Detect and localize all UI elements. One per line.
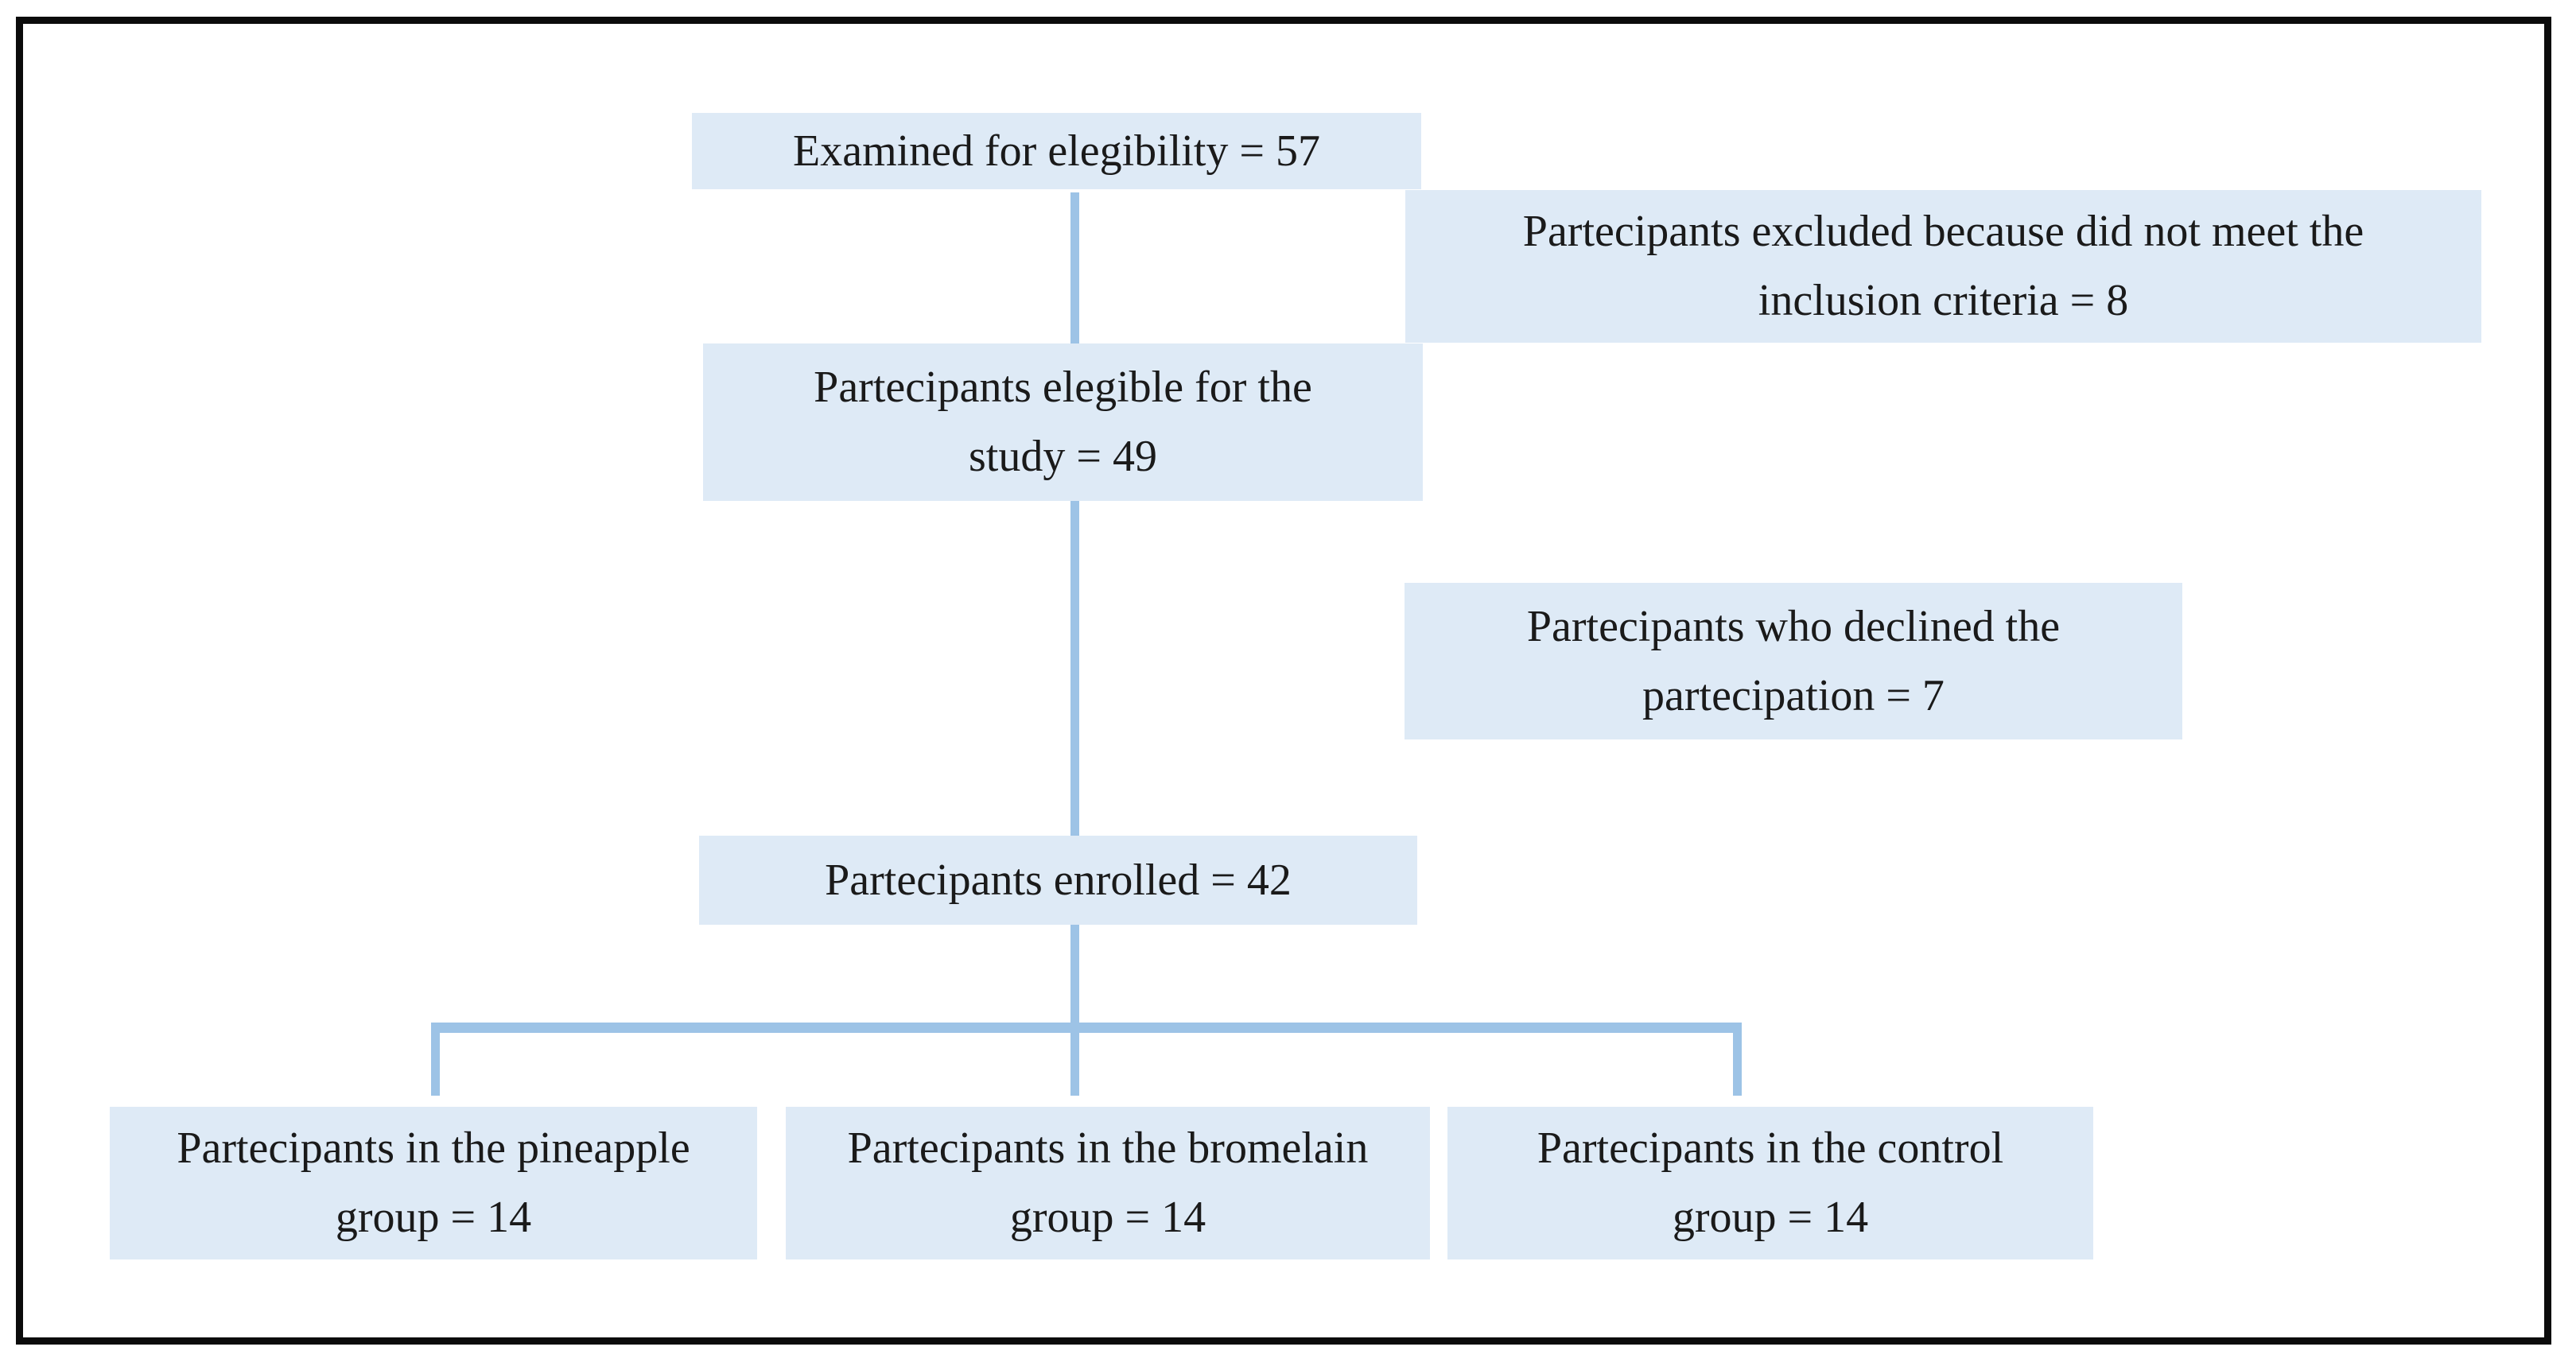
node-control-group-label: Partecipants in the control group = 14 <box>1537 1124 2004 1242</box>
node-pineapple-group: Partecipants in the pineapple group = 14 <box>110 1107 757 1259</box>
node-examined-for-eligibility: Examined for elegibility = 57 <box>692 113 1421 189</box>
node-participants-eligible: Partecipants elegible for the study = 49 <box>703 343 1423 501</box>
connector-branch-bar <box>431 1023 1742 1033</box>
node-eligible-label: Partecipants elegible for the study = 49 <box>814 363 1312 481</box>
node-pineapple-group-label: Partecipants in the pineapple group = 14 <box>177 1124 690 1242</box>
node-participants-enrolled: Partecipants enrolled = 42 <box>699 836 1417 925</box>
node-bromelain-group: Partecipants in the bromelain group = 14 <box>786 1107 1430 1259</box>
connector-drop-to-bromelain-group <box>1070 1033 1079 1096</box>
node-participants-excluded: Partecipants excluded because did not me… <box>1405 190 2481 343</box>
connector-enrolled-to-branch-bar <box>1070 925 1079 1025</box>
node-bromelain-group-label: Partecipants in the bromelain group = 14 <box>847 1124 1369 1242</box>
node-declined-label: Partecipants who declined the partecipat… <box>1526 601 2061 720</box>
connector-examined-to-eligible <box>1070 192 1079 343</box>
connector-drop-to-control-group <box>1733 1023 1742 1096</box>
node-enrolled-label: Partecipants enrolled = 42 <box>825 855 1292 905</box>
node-control-group: Partecipants in the control group = 14 <box>1447 1107 2093 1259</box>
node-participants-declined: Partecipants who declined the partecipat… <box>1405 583 2182 739</box>
node-examined-label: Examined for elegibility = 57 <box>793 126 1320 176</box>
connector-eligible-to-enrolled <box>1070 501 1079 836</box>
node-excluded-label: Partecipants excluded because did not me… <box>1522 207 2364 325</box>
connector-drop-to-pineapple-group <box>431 1023 440 1096</box>
figure-border-frame <box>16 17 2551 1345</box>
